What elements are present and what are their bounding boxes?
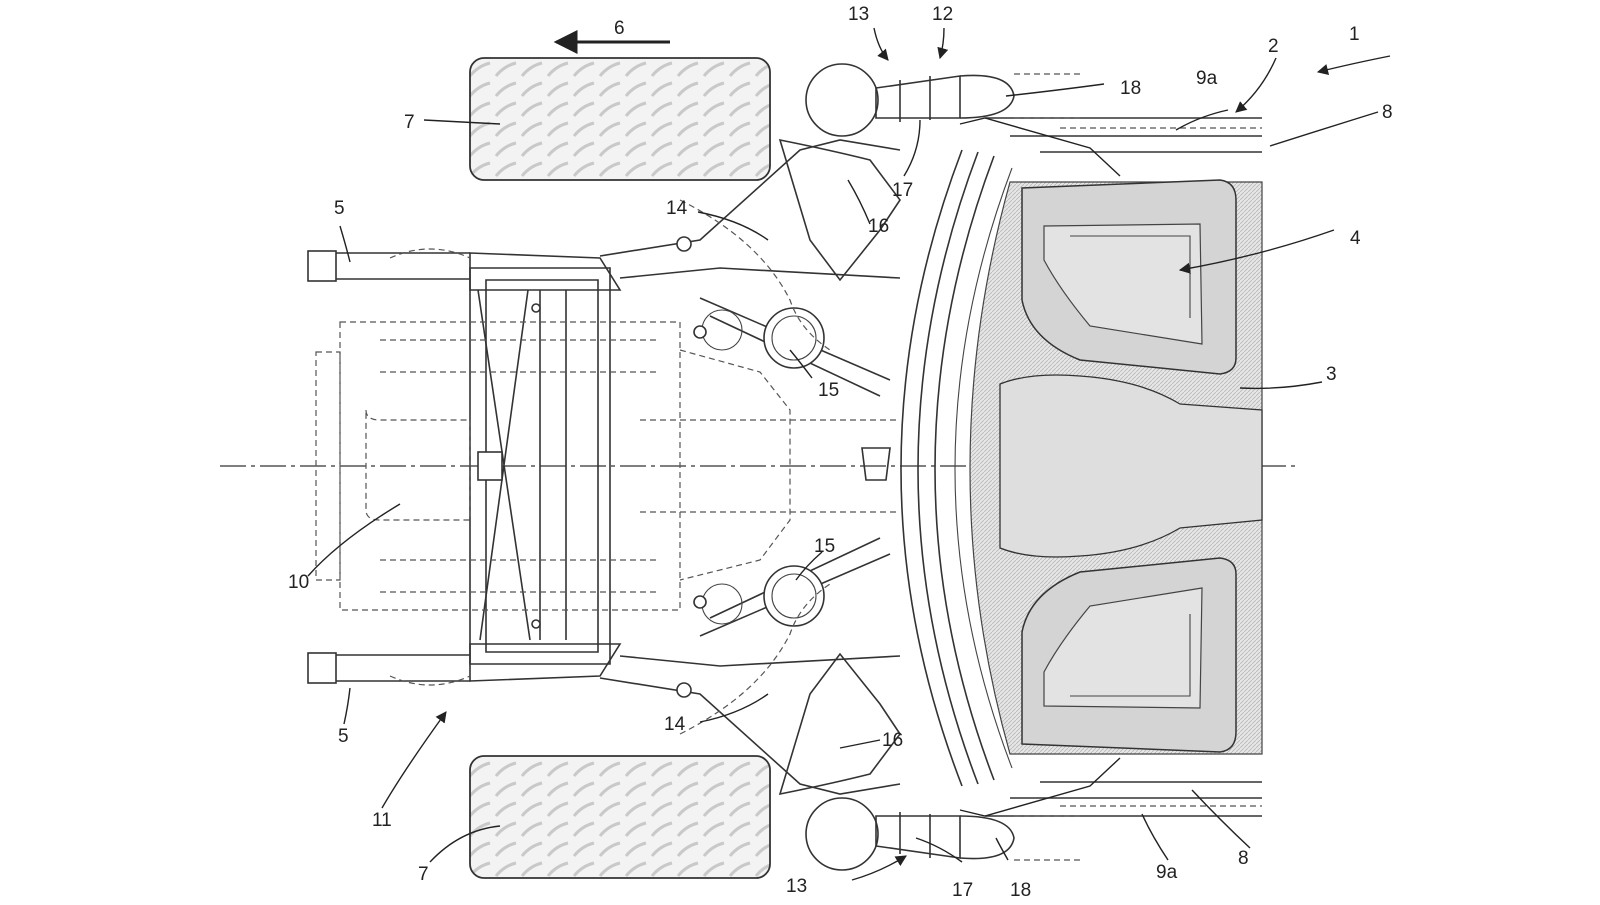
label-17-top: 17: [892, 180, 913, 201]
label-5-bottom: 5: [338, 726, 349, 747]
label-8-bottom: 8: [1238, 848, 1249, 869]
label-11: 11: [372, 810, 392, 831]
dummy-bottom: [806, 798, 1080, 870]
label-17-bottom: 17: [952, 880, 973, 900]
label-3: 3: [1326, 364, 1337, 385]
label-5-top: 5: [334, 198, 345, 219]
label-18-bottom: 18: [1010, 880, 1031, 900]
label-16-bottom: 16: [882, 730, 903, 751]
front-wheel-bottom: [470, 756, 770, 878]
label-4: 4: [1350, 228, 1361, 249]
label-14-top: 14: [666, 198, 688, 219]
centre-bracket: [862, 448, 890, 480]
label-9a-top: 9a: [1196, 68, 1218, 89]
label-12: 12: [932, 4, 953, 25]
label-9a-bottom: 9a: [1156, 862, 1178, 883]
seat-top: [1022, 180, 1236, 374]
label-7-bottom: 7: [418, 864, 429, 885]
label-16-top: 16: [868, 216, 889, 237]
label-1: 1: [1349, 24, 1360, 45]
label-6: 6: [614, 18, 625, 39]
label-15-bottom: 15: [814, 536, 835, 557]
label-18-top: 18: [1120, 78, 1141, 99]
dummy-top: [806, 64, 1080, 136]
label-15-top: 15: [818, 380, 839, 401]
front-wheel-top: [470, 58, 770, 180]
label-13-top: 13: [848, 4, 869, 25]
label-2: 2: [1268, 36, 1279, 57]
label-8-top: 8: [1382, 102, 1393, 123]
label-13-bottom: 13: [786, 876, 807, 897]
crash-rails: [308, 251, 620, 683]
label-14-bottom: 14: [664, 714, 686, 735]
label-7-top: 7: [404, 112, 415, 133]
seat-bottom: [1022, 558, 1236, 752]
label-10: 10: [288, 572, 309, 593]
